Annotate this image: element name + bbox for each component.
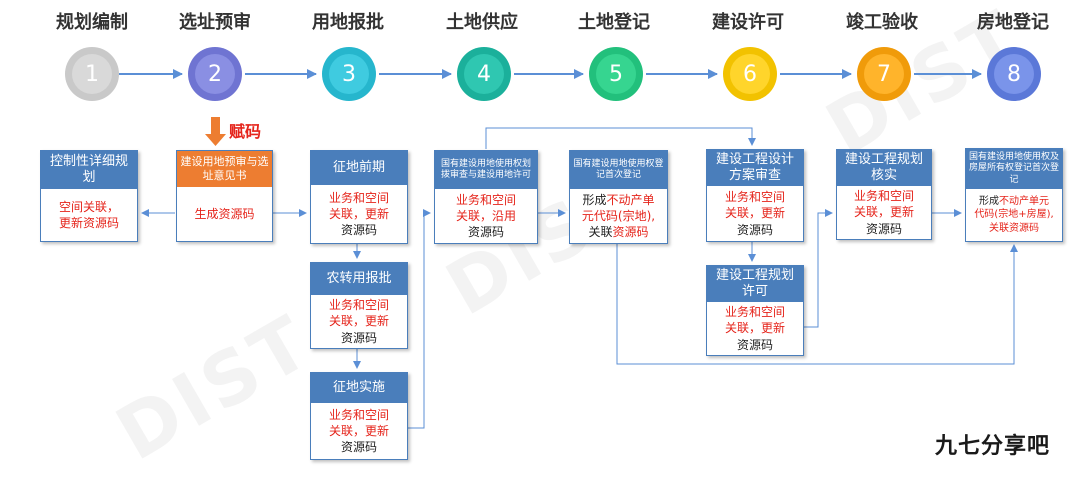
box-design-review[interactable]: 建设工程设计方案审查 业务和空间关联，更新资源码 bbox=[706, 149, 804, 242]
box-title: 国有建设用地使用权及房屋所有权登记首次登记 bbox=[966, 149, 1062, 189]
box-title: 控制性详细规划 bbox=[41, 151, 137, 189]
assign-label: 赋码 bbox=[229, 122, 262, 141]
box-body: 业务和空间关联，更新资源码 bbox=[328, 298, 389, 345]
step-circle-2[interactable]: 2 bbox=[188, 47, 242, 101]
box-title: 征地实施 bbox=[311, 373, 407, 403]
box-body: 业务和空间关联，更新资源码 bbox=[328, 190, 389, 238]
step-number: 8 bbox=[1007, 61, 1021, 87]
step-number: 4 bbox=[477, 61, 491, 87]
box-planning-permit[interactable]: 建设工程规划许可 业务和空间关联，更新资源码 bbox=[706, 265, 804, 356]
box-title: 建设工程规划许可 bbox=[707, 266, 803, 302]
step-number: 1 bbox=[85, 61, 99, 87]
box-property-first-registration[interactable]: 国有建设用地使用权及房屋所有权登记首次登记 形成不动产单元 代码(宗地+房屋),… bbox=[965, 148, 1063, 242]
box-land-acquisition-impl[interactable]: 征地实施 业务和空间关联，更新资源码 bbox=[310, 372, 408, 460]
box-land-first-registration[interactable]: 国有建设用地使用权登记首次登记 形成不动产单 元代码(宗地), 关联资源码 bbox=[569, 150, 668, 244]
box-body: 业务和空间关联，沿用资源码 bbox=[455, 192, 516, 240]
box-title: 建设用地预审与选址意见书 bbox=[177, 151, 272, 187]
step-number: 6 bbox=[743, 61, 757, 87]
box-body: 形成不动产单 元代码(宗地), 关联资源码 bbox=[581, 192, 656, 240]
step-circle-1[interactable]: 1 bbox=[65, 47, 119, 101]
box-site-preexam[interactable]: 建设用地预审与选址意见书 生成资源码 bbox=[176, 150, 273, 242]
step-title-1: 规划编制 bbox=[56, 12, 128, 33]
box-land-acquisition-prep[interactable]: 征地前期 业务和空间关联，更新资源码 bbox=[310, 150, 408, 244]
box-title: 建设工程规划核实 bbox=[837, 150, 931, 186]
step-number: 5 bbox=[609, 61, 623, 87]
step-number: 2 bbox=[208, 61, 222, 87]
step-circle-3[interactable]: 3 bbox=[322, 47, 376, 101]
step-title-8: 房地登记 bbox=[977, 12, 1049, 33]
step-title-2: 选址预审 bbox=[179, 12, 251, 33]
box-body: 业务和空间关联，更新资源码 bbox=[853, 189, 914, 236]
step-title-7: 竣工验收 bbox=[846, 12, 918, 33]
step-title-4: 土地供应 bbox=[446, 12, 518, 33]
box-title: 征地前期 bbox=[311, 151, 407, 185]
step-title-6: 建设许可 bbox=[712, 12, 784, 33]
assign-arrow bbox=[205, 117, 226, 146]
box-title: 建设工程设计方案审查 bbox=[707, 150, 803, 186]
step-circle-6[interactable]: 6 bbox=[723, 47, 777, 101]
step-circle-5[interactable]: 5 bbox=[589, 47, 643, 101]
box-body: 形成不动产单元 代码(宗地+房屋), 关联资源码 bbox=[974, 195, 1054, 234]
site-logo: 九七分享吧 bbox=[935, 434, 1051, 459]
step-title-5: 土地登记 bbox=[578, 12, 650, 33]
step-circle-4[interactable]: 4 bbox=[457, 47, 511, 101]
box-body: 业务和空间关联，更新资源码 bbox=[724, 305, 785, 352]
box-body: 空间关联，更新资源码 bbox=[58, 199, 119, 230]
step-circle-7[interactable]: 7 bbox=[857, 47, 911, 101]
box-regulatory-plan[interactable]: 控制性详细规划 空间关联，更新资源码 bbox=[40, 150, 138, 242]
box-land-allocation-review[interactable]: 国有建设用地使用权划拨审查与建设用地许可 业务和空间关联，沿用资源码 bbox=[434, 150, 538, 244]
box-body: 业务和空间关联，更新资源码 bbox=[724, 190, 785, 237]
flow-connectors bbox=[141, 127, 1018, 429]
step-title-3: 用地报批 bbox=[312, 12, 384, 33]
box-body: 业务和空间关联，更新资源码 bbox=[328, 407, 389, 455]
box-body: 生成资源码 bbox=[194, 206, 255, 221]
box-title: 国有建设用地使用权登记首次登记 bbox=[570, 151, 667, 189]
box-farmland-conversion[interactable]: 农转用报批 业务和空间关联，更新资源码 bbox=[310, 262, 408, 349]
box-title: 农转用报批 bbox=[311, 263, 407, 295]
box-planning-verification[interactable]: 建设工程规划核实 业务和空间关联，更新资源码 bbox=[836, 149, 932, 240]
step-circle-8[interactable]: 8 bbox=[987, 47, 1041, 101]
step-number: 7 bbox=[877, 61, 891, 87]
box-title: 国有建设用地使用权划拨审查与建设用地许可 bbox=[435, 151, 537, 189]
step-number: 3 bbox=[342, 61, 356, 87]
